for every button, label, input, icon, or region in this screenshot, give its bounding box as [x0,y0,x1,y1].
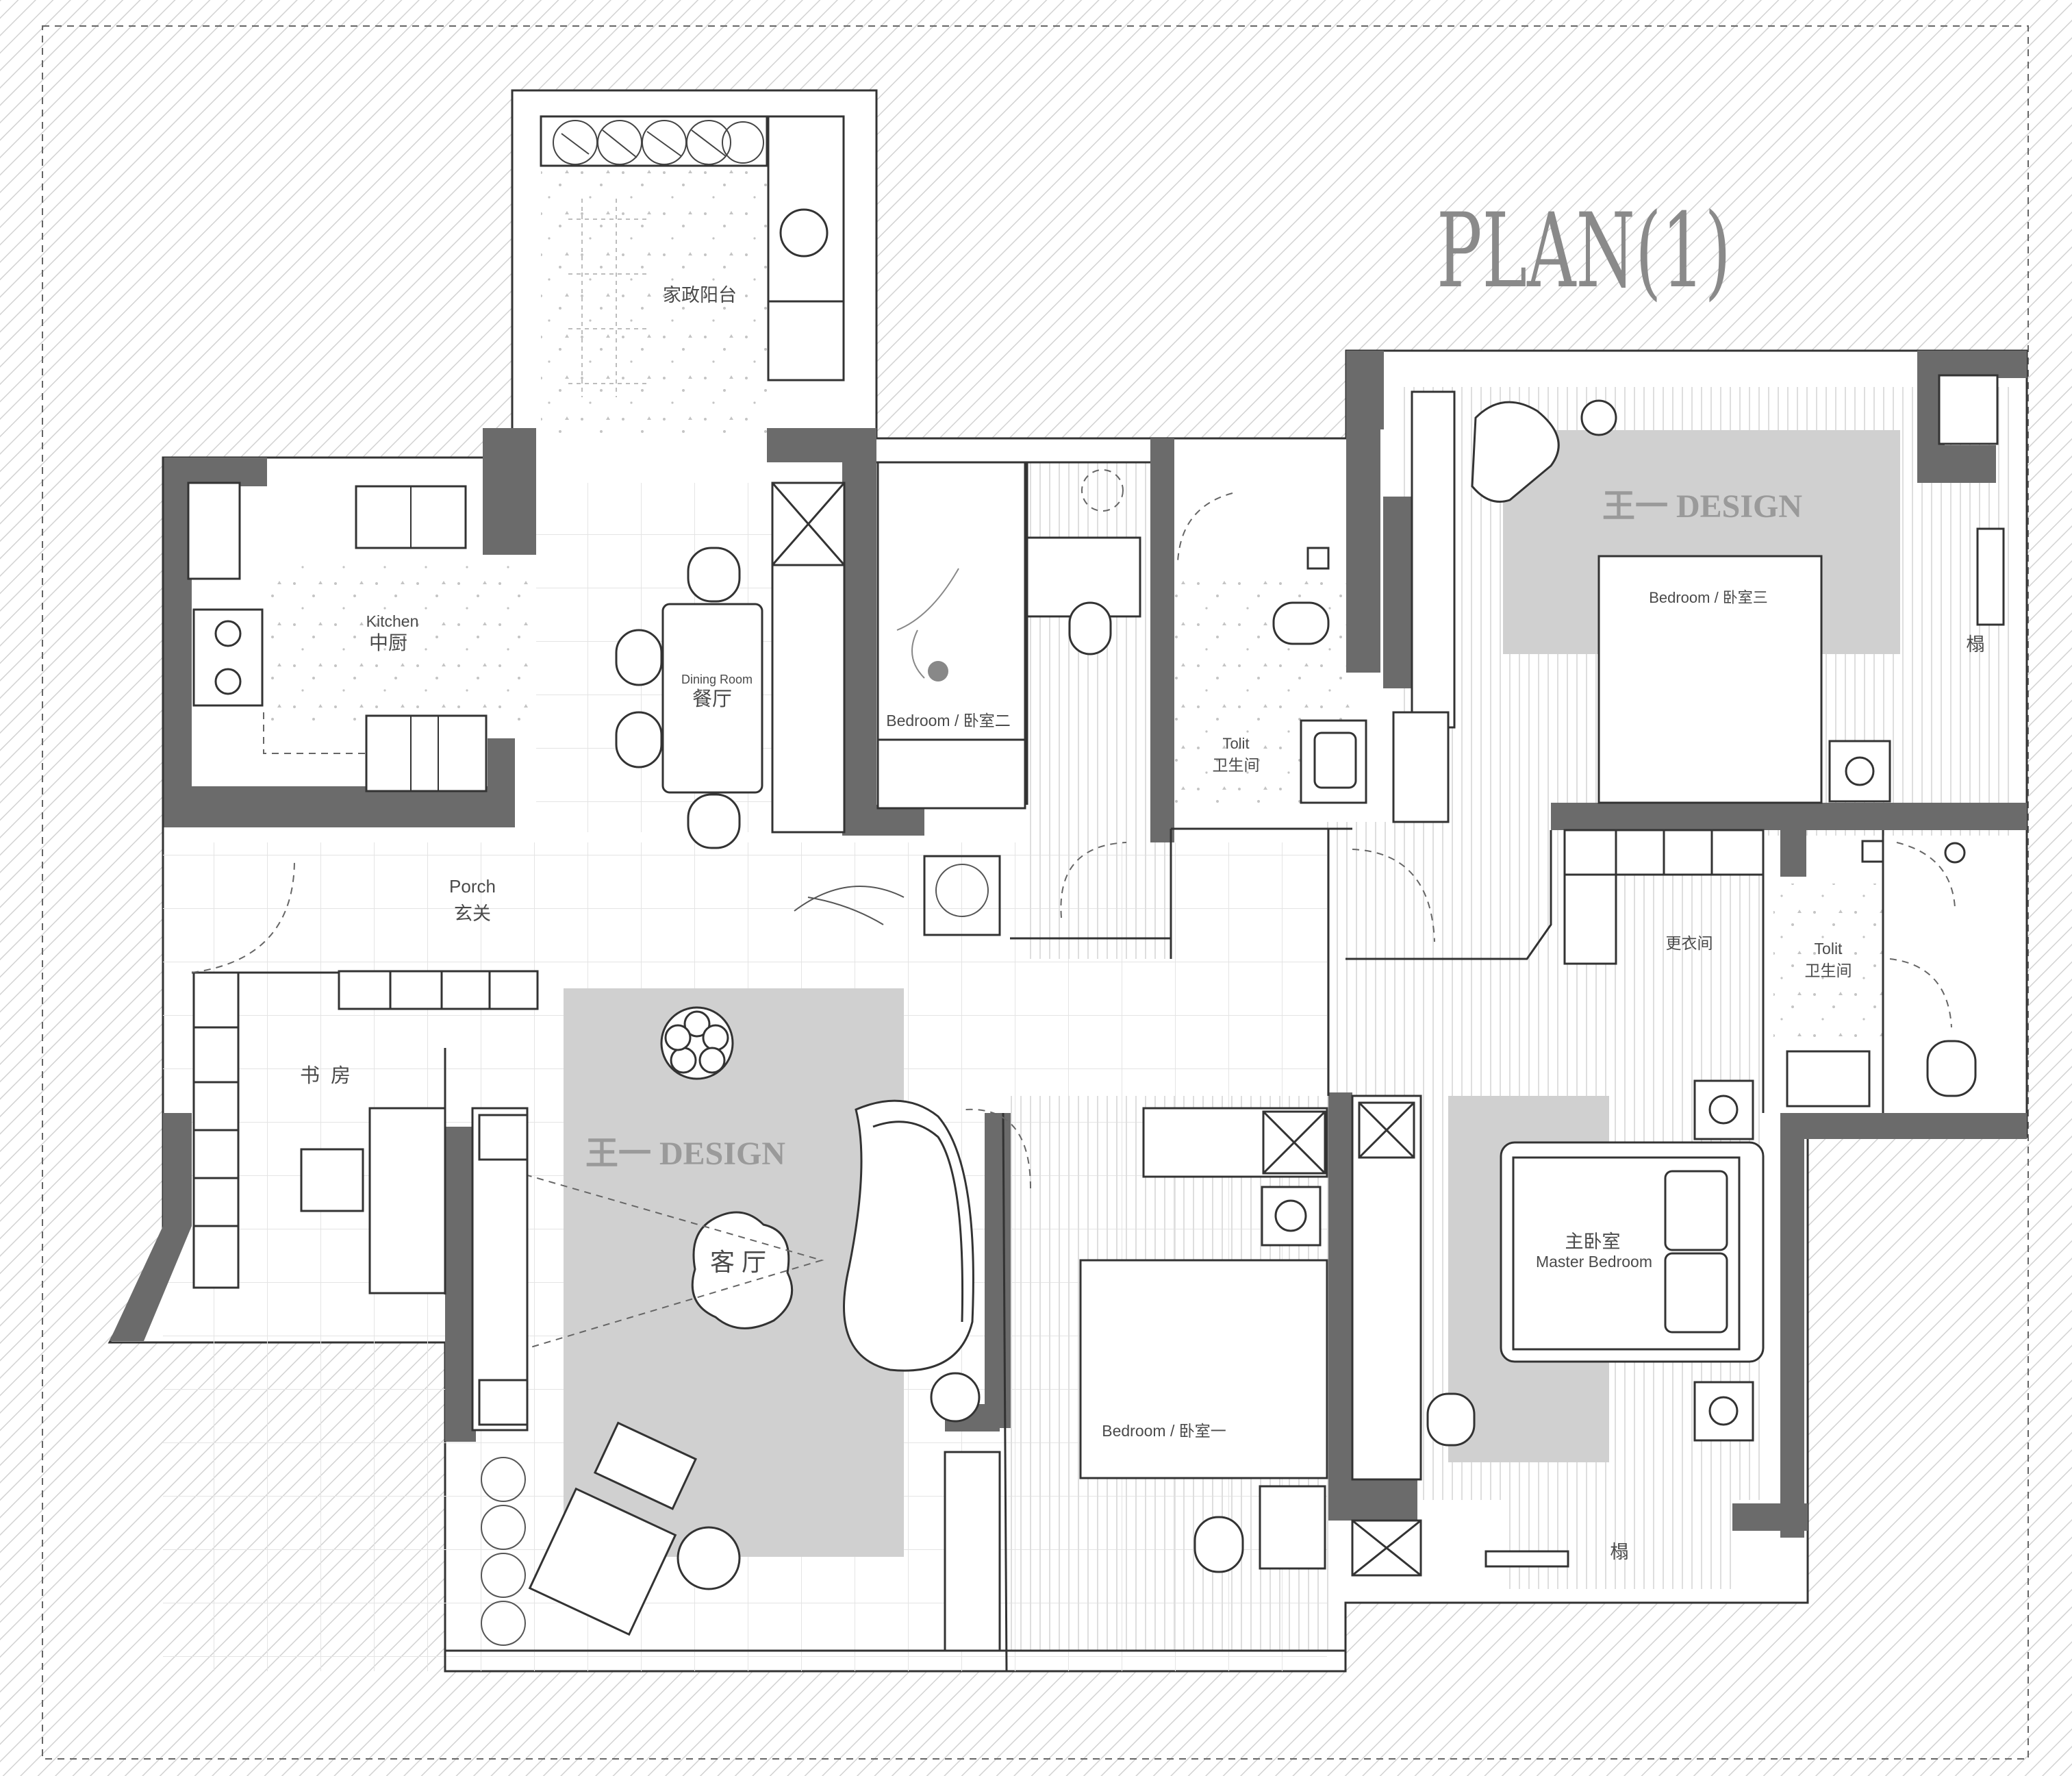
living-room-furniture [471,1006,1001,1652]
label-porch-cn: 玄关 [454,903,491,924]
label-kitchen-cn: 中厨 [369,632,407,653]
label-tatami-right: 榻 [1967,634,1985,655]
exterior-wall-lines [162,458,1808,1671]
label-bedroom3: Bedroom / 卧室三 [1649,589,1768,606]
master-bedroom-furniture [1351,1079,1765,1577]
study-furniture [192,970,539,1295]
cloakroom-fixtures [1563,829,1765,965]
bedroom2-furniture [876,461,1141,810]
label-bedroom1: Bedroom / 卧室一 [1102,1422,1226,1440]
bedroom3-furniture [1392,374,2005,823]
door-swings [191,492,1956,1189]
label-toilet1-en: Tolit [1222,735,1249,752]
watermark-living: 王一 DESIGN [585,1136,785,1172]
label-kitchen-en: Kitchen [366,612,419,630]
bedroom1-furniture [1079,1107,1328,1573]
label-toilet1-cn: 卫生间 [1213,756,1260,774]
dining-furniture [615,481,846,849]
label-tatami-bottom: 榻 [1610,1542,1629,1562]
page-title: PLAN(1) [1437,192,1731,311]
label-master-en: Master Bedroom [1536,1253,1652,1271]
laundry-balcony-fixtures [540,115,845,397]
structural-walls [110,351,2027,1538]
toilet-fixtures [1272,547,1977,1108]
label-porch-en: Porch [449,876,496,897]
label-laundry-balcony: 家政阳台 [663,285,737,305]
label-master-cn: 主卧室 [1565,1231,1621,1252]
label-bedroom2: Bedroom / 卧室二 [886,712,1011,729]
kitchen-fixtures [187,481,488,792]
planters [481,855,1001,1646]
label-toilet2-cn: 卫生间 [1805,962,1852,979]
label-dining-cn: 餐厅 [692,688,732,710]
watermark-bedroom3: 王一 DESIGN [1602,488,1802,525]
label-toilet2-en: Tolit [1815,940,1843,958]
label-living: 客 厅 [710,1248,766,1276]
label-dining-en: Dining Room [681,673,753,686]
label-cloakroom: 更衣间 [1666,934,1713,952]
label-study: 书 房 [300,1064,351,1087]
